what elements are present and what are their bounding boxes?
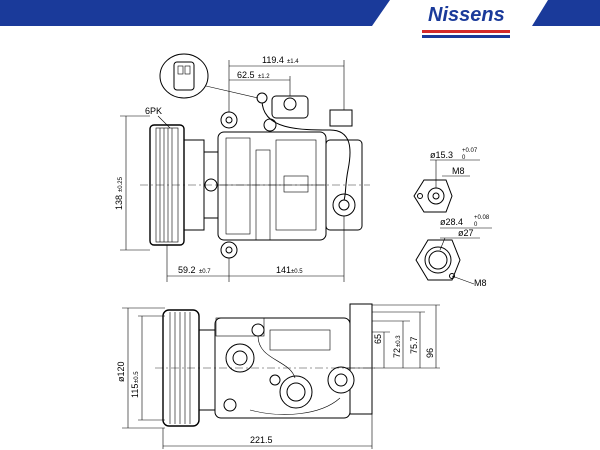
large-port-tol-minus: 0 — [474, 222, 478, 228]
rear-port — [332, 193, 356, 217]
side-view-compressor — [155, 303, 375, 427]
side-view-dimensions: ø120 115 ±0.5 65 72 ±0.3 75.7 96 — [116, 304, 440, 449]
height-72-dim-tol: ±0.3 — [396, 335, 402, 347]
small-port-diameter: ø15.3 — [430, 150, 453, 160]
offset-dim: 62.5 — [237, 70, 255, 80]
pulley-offset-dim-tol: ±0.7 — [199, 269, 211, 275]
small-port-thread: M8 — [452, 166, 465, 176]
side-port-right — [327, 366, 355, 394]
large-port-thread: M8 — [474, 278, 487, 288]
header-banner: Nissens — [0, 0, 600, 38]
width-top-dim: 119.4 — [262, 55, 284, 65]
top-view-compressor — [140, 92, 370, 259]
height-65-dim: 65 — [373, 334, 383, 344]
large-port-diameter: ø28.4 — [440, 217, 463, 227]
height-dim: 138 — [114, 195, 124, 210]
height-dim-tol: ±0.25 — [118, 176, 124, 192]
offset-dim-tol: ±1.2 — [258, 74, 270, 80]
side-port-left — [225, 343, 255, 373]
brand-logo: Nissens — [428, 4, 505, 26]
logo-stripe-blue — [422, 35, 510, 38]
connector-detail-circle — [159, 53, 209, 99]
top-view-dimensions: 6PK 138 ±0.25 119.4 ±1.4 62.5 ±1.2 59.2 … — [114, 55, 345, 282]
pulley-offset-dim: 59.2 — [178, 265, 196, 275]
pulley-diameter2-dim: 115 — [130, 384, 140, 398]
belt-label: 6PK — [145, 106, 162, 116]
large-flange — [415, 239, 461, 281]
height-75-dim: 75.7 — [409, 336, 419, 354]
large-port-inner: ø27 — [458, 228, 474, 238]
body-len-dim: 141 — [276, 265, 291, 275]
connector-plug — [256, 92, 268, 104]
side-rear-block — [349, 303, 373, 415]
mount-ear-bottom — [220, 241, 238, 259]
sensor-wire — [261, 99, 351, 201]
logo-stripe-red — [422, 30, 510, 33]
small-flange — [413, 179, 453, 213]
side-port-center — [279, 375, 313, 409]
small-port-tol-minus: 0 — [462, 155, 466, 161]
body-len-dim-tol: ±0.5 — [291, 269, 303, 275]
height-96-dim: 96 — [425, 348, 435, 358]
mount-ear-top — [220, 111, 238, 129]
pulley-diameter-dim: ø120 — [116, 361, 126, 382]
blue-banner-left — [0, 0, 390, 26]
small-port-tol-plus: +0.07 — [462, 148, 478, 154]
large-port-tol-plus: +0.08 — [474, 215, 490, 221]
blue-banner-right — [532, 0, 600, 26]
connector-callout — [159, 53, 259, 99]
port-detail-small: ø15.3 +0.07 0 M8 — [413, 148, 480, 213]
total-length-dim: 221.5 — [250, 435, 273, 445]
height-72-dim: 72 — [392, 348, 402, 358]
compressor-body — [217, 131, 327, 241]
top-port-block — [271, 95, 309, 119]
port-detail-large: ø28.4 +0.08 0 ø27 M8 — [415, 215, 492, 288]
width-top-dim-tol: ±1.4 — [287, 59, 299, 65]
pulley-diameter2-dim-tol: ±0.5 — [134, 371, 140, 383]
